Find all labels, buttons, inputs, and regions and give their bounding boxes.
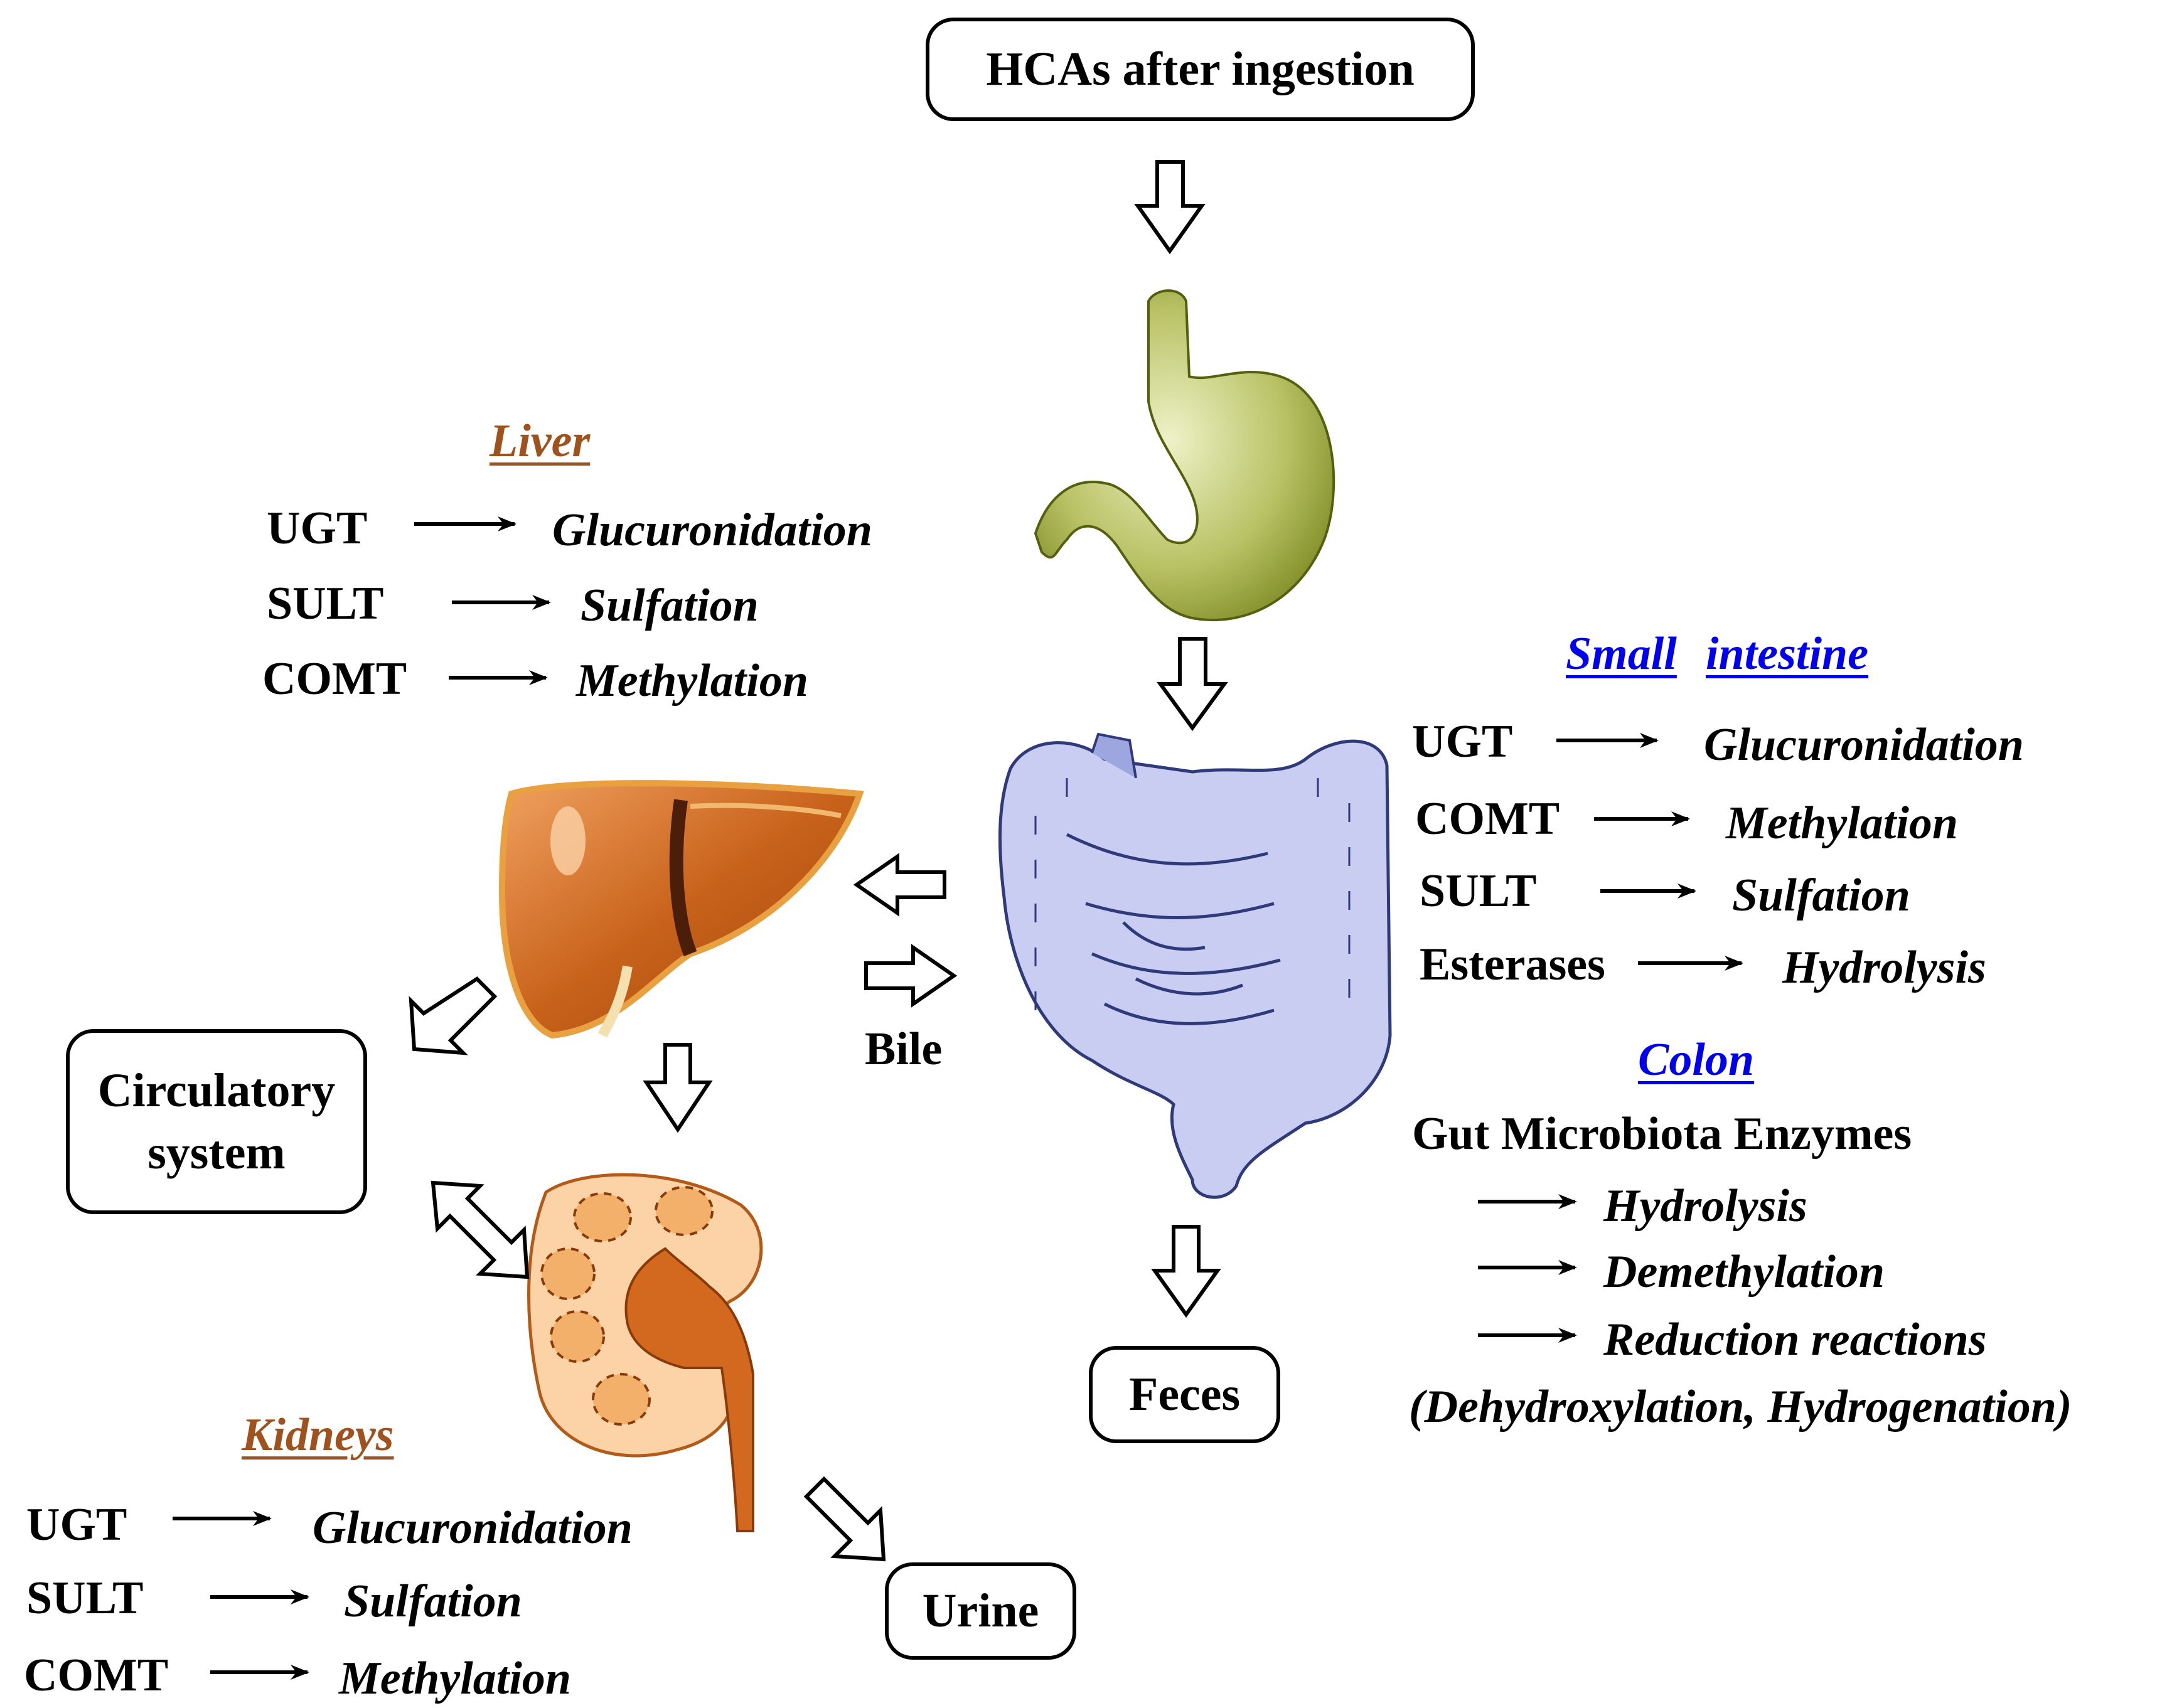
liver-reaction-3: Methylation [576, 655, 809, 707]
arrow-liver-to-circulatory [409, 976, 498, 1055]
colon-reaction-2: Demethylation [1603, 1246, 1885, 1298]
arrow-bile-to-intestine [864, 944, 958, 1008]
colon-reaction-3: Reduction reactions [1603, 1314, 1987, 1365]
intestine-reaction-4: Hydrolysis [1782, 942, 1986, 993]
title-box: HCAs after ingestion [926, 18, 1475, 121]
kidney-enzyme-1: UGT [26, 1499, 127, 1551]
liver-enzyme-2: SULT [267, 578, 384, 629]
kidney-reaction-1: Glucuronidation [313, 1502, 633, 1554]
liver-enzyme-1: UGT [267, 503, 368, 554]
arrow-title-to-stomach [1134, 160, 1206, 255]
intestine-enzyme-4: Esterases [1420, 939, 1605, 990]
arrow-kidney-to-urine [803, 1476, 886, 1562]
arrow-intestine-to-feces [1151, 1225, 1221, 1318]
stomach-icon [1034, 289, 1335, 622]
arrow-liver-to-kidney [643, 1043, 713, 1133]
liver-reaction-1: Glucuronidation [552, 504, 872, 556]
small-intestine-header-word2: intestine [1706, 628, 1869, 680]
bile-label: Bile [865, 1023, 943, 1075]
colon-reaction-1: Hydrolysis [1603, 1180, 1807, 1232]
intestine-reaction-1: Glucuronidation [1704, 719, 2024, 771]
intestine-enzyme-1: UGT [1412, 716, 1513, 767]
arrow-circulatory-kidney [431, 1180, 530, 1279]
colon-note: (Dehydroxylation, Hydrogenation) [1409, 1381, 2072, 1433]
kidneys-header: Kidneys [242, 1409, 394, 1461]
intestine-enzyme-3: SULT [1420, 865, 1537, 917]
arrow-intestine-to-liver [853, 853, 946, 917]
circulatory-line2: system [147, 1126, 286, 1179]
liver-reaction-2: Sulfation [581, 580, 759, 631]
title-text: HCAs after ingestion [986, 43, 1415, 96]
small-intestine-header-word1: Small [1566, 628, 1677, 680]
feces-box: Feces [1089, 1346, 1280, 1443]
intestine-enzyme-2: COMT [1415, 793, 1560, 845]
urine-box: Urine [885, 1562, 1076, 1660]
kidney-enzyme-3: COMT [24, 1650, 169, 1701]
arrow-stomach-to-intestine [1157, 637, 1228, 732]
colon-enzymes: Gut Microbiota Enzymes [1412, 1108, 1912, 1160]
kidney-enzyme-2: SULT [26, 1572, 144, 1624]
circulatory-line1: Circulatory [97, 1064, 336, 1117]
liver-header: Liver [490, 415, 591, 467]
intestine-reaction-3: Sulfation [1732, 870, 1910, 921]
colon-header: Colon [1638, 1034, 1755, 1086]
kidney-reaction-3: Methylation [339, 1653, 572, 1704]
liver-enzyme-3: COMT [262, 653, 407, 705]
kidney-reaction-2: Sulfation [344, 1576, 522, 1627]
intestine-reaction-2: Methylation [1726, 798, 1959, 849]
circulatory-system-box: Circulatory system [66, 1029, 367, 1214]
kidney-icon [527, 1173, 763, 1532]
urine-text: Urine [922, 1584, 1039, 1638]
intestine-icon [998, 732, 1392, 1199]
liver-icon [498, 780, 864, 1039]
feces-text: Feces [1128, 1368, 1241, 1421]
